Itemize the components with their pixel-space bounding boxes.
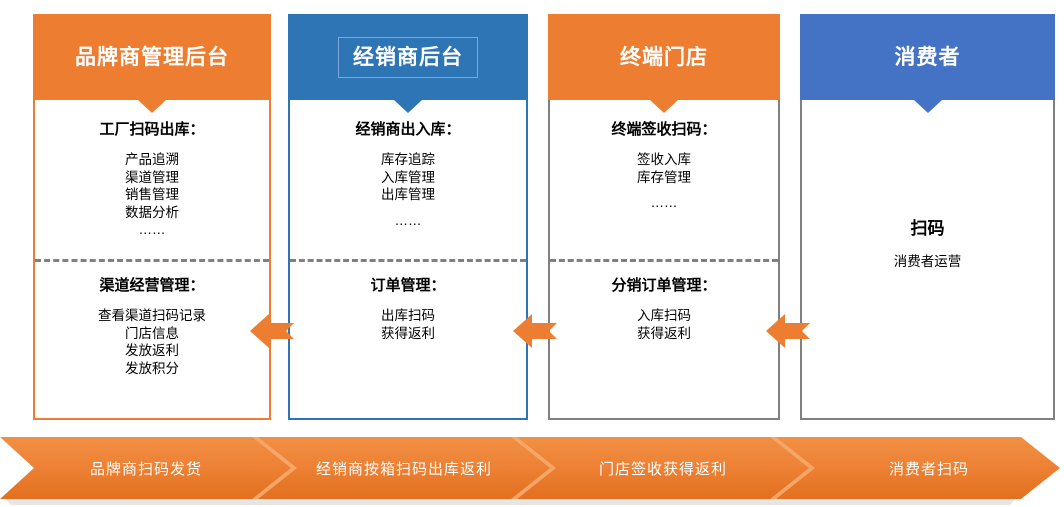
section-consumer-scan: 扫码 消费者运营: [802, 220, 1053, 271]
banner-step-label: 消费者扫码: [888, 460, 969, 478]
list-item: 入库管理: [381, 169, 435, 185]
banner-step-3: 门店签收获得返利: [550, 437, 776, 499]
list-item: ……: [394, 212, 422, 228]
list-item: 消费者运营: [893, 254, 962, 269]
list-item: 产品追溯: [125, 152, 179, 167]
section-factory-scan-out: 工厂扫码出库： 产品追溯 渠道管理 销售管理 数据分析 ……: [35, 122, 269, 239]
list-item: 门店信息: [125, 325, 179, 341]
list-item: ……: [138, 222, 166, 238]
section-heading: 扫码: [910, 219, 945, 238]
column-header-consumer: 消费者: [800, 14, 1055, 113]
column-header-brand-owner: 品牌商管理后台: [33, 14, 271, 113]
banner-step-1: 品牌商扫码发货: [34, 437, 258, 499]
left-arrow-icon: [250, 314, 294, 348]
list-item: 发放积分: [125, 360, 179, 376]
banner-step-label: 经销商按箱扫码出库返利: [315, 460, 492, 478]
column-header-terminal-store: 终端门店: [548, 14, 780, 113]
section-heading: 渠道经营管理：: [99, 277, 205, 294]
column-title: 消费者: [894, 45, 961, 69]
list-item: 发放返利: [125, 343, 179, 359]
section-terminal-receive-scan: 终端签收扫码： 签收入库 库存管理 ……: [550, 122, 778, 212]
column-title: 品牌商管理后台: [75, 45, 229, 69]
section-items: 出库扫码 获得返利: [290, 307, 526, 342]
banner-step-label: 品牌商扫码发货: [89, 460, 202, 478]
section-order-management: 订单管理： 出库扫码 获得返利: [290, 278, 526, 342]
section-heading: 经销商出入库：: [355, 121, 461, 138]
header-notch-icon: [913, 100, 942, 113]
section-items: 入库扫码 获得返利: [550, 307, 778, 342]
section-heading: 订单管理：: [370, 277, 446, 294]
section-items: 查看渠道扫码记录 门店信息 发放返利 发放积分: [35, 307, 269, 377]
section-channel-operations: 渠道经营管理： 查看渠道扫码记录 门店信息 发放返利 发放积分: [35, 278, 269, 377]
section-items: 库存追踪 入库管理 出库管理 ……: [290, 151, 526, 229]
column-body-consumer: 扫码 消费者运营: [800, 100, 1055, 420]
section-divider: [35, 259, 269, 262]
header-notch-icon: [650, 100, 678, 113]
column-distributor: 经销商后台 经销商出入库： 库存追踪 入库管理 出库管理 …… 订单管理： 出库…: [288, 14, 528, 420]
left-arrow-icon: [766, 314, 810, 348]
section-items: 产品追溯 渠道管理 销售管理 数据分析 ……: [35, 151, 269, 239]
back-arrow-distributor-to-brand: [250, 312, 308, 350]
column-header-distributor: 经销商后台: [288, 14, 528, 113]
process-banner: 品牌商扫码发货 经销商按箱扫码出库返利 门店签收获得返利 消费者扫码: [0, 437, 1064, 507]
section-heading: 分销订单管理：: [611, 277, 717, 294]
column-body-brand-owner: 工厂扫码出库： 产品追溯 渠道管理 销售管理 数据分析 …… 渠道经营管理： 查…: [33, 100, 271, 420]
list-item: 库存追踪: [381, 152, 435, 167]
column-title: 终端门店: [620, 45, 708, 69]
list-item: 数据分析: [125, 204, 179, 220]
back-arrow-consumer-to-store: [766, 312, 824, 350]
banner-step-label: 门店签收获得返利: [598, 460, 727, 478]
section-heading: 终端签收扫码：: [611, 121, 717, 138]
banner-step-4: 消费者扫码: [809, 437, 1049, 499]
banner-step-2: 经销商按箱扫码出库返利: [291, 437, 517, 499]
section-items: 消费者运营: [802, 253, 1053, 271]
list-item: ……: [650, 195, 678, 211]
list-item: 签收入库: [637, 152, 691, 167]
section-distribution-order: 分销订单管理： 入库扫码 获得返利: [550, 278, 778, 342]
list-item: 销售管理: [125, 187, 179, 203]
list-item: 渠道管理: [125, 169, 179, 185]
list-item: 出库管理: [381, 187, 435, 203]
list-item: 获得返利: [381, 325, 435, 341]
column-terminal-store: 终端门店 终端签收扫码： 签收入库 库存管理 …… 分销订单管理： 入库扫码 获…: [548, 14, 780, 420]
banner-chevron-shape: [0, 437, 1060, 505]
list-item: 查看渠道扫码记录: [98, 308, 206, 323]
section-items: 签收入库 库存管理 ……: [550, 151, 778, 212]
column-title: 经销商后台: [338, 36, 478, 78]
section-divider: [550, 259, 778, 262]
header-notch-icon: [138, 100, 166, 113]
list-item: 入库扫码: [637, 308, 691, 323]
column-brand-owner: 品牌商管理后台 工厂扫码出库： 产品追溯 渠道管理 销售管理 数据分析 …… 渠…: [33, 14, 271, 420]
list-item: 出库扫码: [381, 308, 435, 323]
column-consumer: 消费者 扫码 消费者运营: [800, 14, 1055, 420]
section-divider: [290, 259, 526, 262]
left-arrow-icon: [513, 314, 557, 348]
back-arrow-store-to-distributor: [513, 312, 571, 350]
section-distributor-inout: 经销商出入库： 库存追踪 入库管理 出库管理 ……: [290, 122, 526, 229]
section-heading: 工厂扫码出库：: [99, 121, 205, 138]
column-body-terminal-store: 终端签收扫码： 签收入库 库存管理 …… 分销订单管理： 入库扫码 获得返利: [548, 100, 780, 420]
list-item: 获得返利: [637, 325, 691, 341]
header-notch-icon: [394, 100, 422, 113]
list-item: 库存管理: [637, 169, 691, 185]
column-body-distributor: 经销商出入库： 库存追踪 入库管理 出库管理 …… 订单管理： 出库扫码 获得返…: [288, 100, 528, 420]
